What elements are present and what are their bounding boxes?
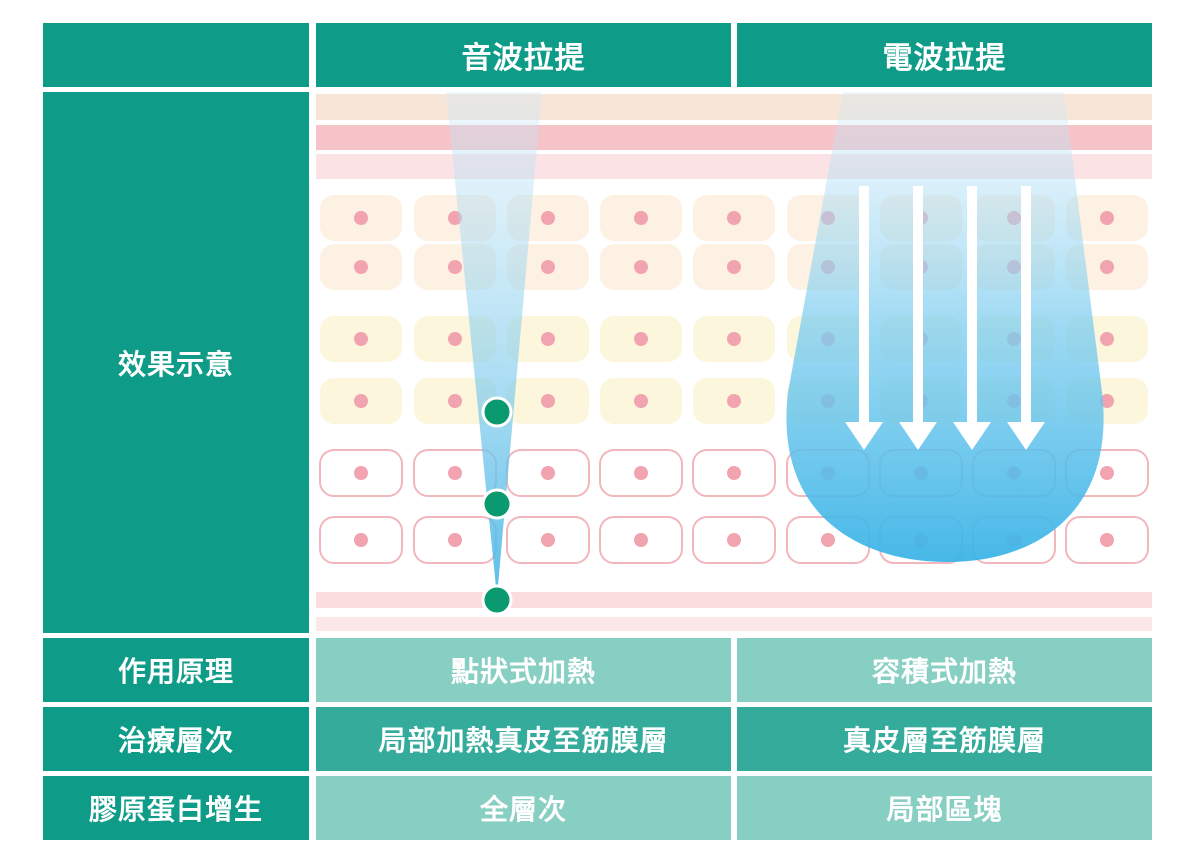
arrow-shaft [1021,186,1031,424]
cell-nucleus [1100,260,1114,274]
cell-nucleus [634,533,648,547]
cell-nucleus [354,211,368,225]
cell-nucleus [727,260,741,274]
cell-principle-ultrasound: 點狀式加熱 [316,638,731,702]
skin-band [316,617,1152,631]
cell-nucleus [1100,533,1114,547]
cell-nucleus [727,211,741,225]
focus-point-icon [481,488,513,520]
skin-band [316,592,1152,608]
cell-nucleus [354,533,368,547]
cell-nucleus [354,394,368,408]
focus-point-icon [481,396,513,428]
cell-principle-rf: 容積式加熱 [737,638,1152,702]
cell-nucleus [1100,211,1114,225]
row-label-effect: 效果示意 [43,92,309,633]
cell-nucleus [448,332,462,346]
arrow-shaft [967,186,977,424]
down-arrow-icon [845,422,883,450]
cell-nucleus [541,260,555,274]
cell-nucleus [727,466,741,480]
effect-illustration [316,92,1152,631]
cell-layer-ultrasound: 局部加熱真皮至筋膜層 [316,707,731,771]
cell-nucleus [634,466,648,480]
cell-nucleus [634,211,648,225]
ultrasound-beam-icon [446,92,542,597]
cell-nucleus [1100,466,1114,480]
cell-nucleus [634,260,648,274]
cell-nucleus [821,533,835,547]
arrow-shaft [913,186,923,424]
arrow-shaft [859,186,869,424]
cell-nucleus [634,394,648,408]
cell-nucleus [541,211,555,225]
cell-collagen-rf: 局部區塊 [737,776,1152,840]
cell-nucleus [448,394,462,408]
cell-nucleus [727,394,741,408]
down-arrow-icon [1007,422,1045,450]
row-label-principle: 作用原理 [43,638,309,702]
focus-point-icon [481,584,513,616]
cell-collagen-ultrasound: 全層次 [316,776,731,840]
row-label-collagen: 膠原蛋白增生 [43,776,309,840]
cell-nucleus [1100,394,1114,408]
cell-layer-rf: 真皮層至筋膜層 [737,707,1152,771]
cell-nucleus [354,466,368,480]
header-rf-lift: 電波拉提 [737,23,1152,87]
header-ultrasound-lift: 音波拉提 [316,23,731,87]
cell-nucleus [541,394,555,408]
rf-beam-icon [786,92,1104,562]
row-label-treatment-layer: 治療層次 [43,707,309,771]
cell-nucleus [354,332,368,346]
down-arrow-icon [953,422,991,450]
cell-nucleus [448,466,462,480]
cell-nucleus [727,533,741,547]
header-corner [43,23,309,87]
cell-nucleus [634,332,648,346]
down-arrow-icon [899,422,937,450]
cell-nucleus [448,533,462,547]
cell-nucleus [727,332,741,346]
cell-nucleus [354,260,368,274]
cell-nucleus [541,332,555,346]
cell-nucleus [1100,332,1114,346]
cell-nucleus [541,466,555,480]
cell-nucleus [541,533,555,547]
cell-nucleus [448,260,462,274]
